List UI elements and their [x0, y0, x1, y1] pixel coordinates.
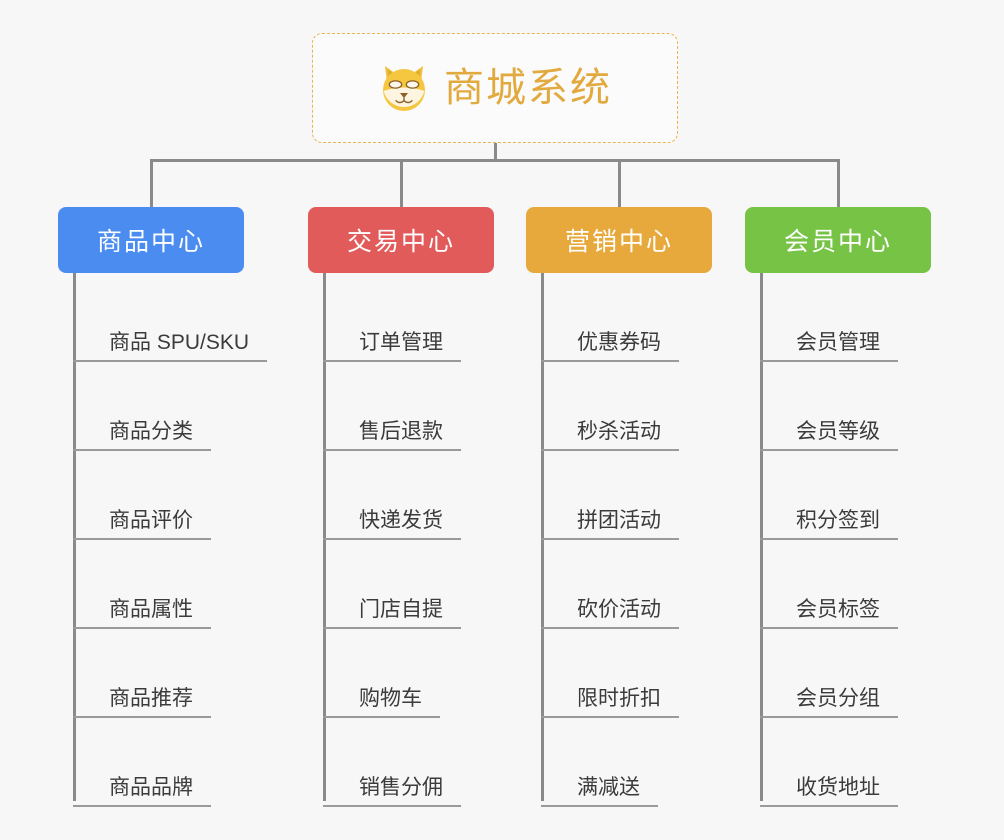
leaf-label: 满减送: [541, 776, 658, 807]
leaf-label: 门店自提: [323, 598, 461, 629]
leaf-label: 商品分类: [73, 420, 211, 451]
leaf-item[interactable]: 限时折扣: [541, 629, 679, 718]
branch-spine: [323, 273, 326, 801]
leaf-label: 快递发货: [323, 509, 461, 540]
leaf-label: 销售分佣: [323, 776, 461, 807]
shiba-dog-emoji-icon: [378, 62, 430, 114]
leaf-label: 会员标签: [760, 598, 898, 629]
leaf-list: 会员管理 会员等级 积分签到 会员标签 会员分组 收货地址: [760, 273, 898, 807]
branch-label: 商品中心: [96, 228, 205, 256]
branch-label: 营销中心: [564, 228, 673, 256]
leaf-list: 订单管理 售后退款 快递发货 门店自提 购物车 销售分佣: [323, 273, 461, 807]
leaf-label: 购物车: [323, 687, 440, 718]
leaf-label: 限时折扣: [541, 687, 679, 718]
connector-root-stem: [494, 143, 497, 161]
leaf-item[interactable]: 会员标签: [760, 540, 898, 629]
leaf-item[interactable]: 商品评价: [73, 451, 267, 540]
branch-label: 交易中心: [346, 228, 455, 256]
connector-drop-2: [400, 159, 403, 207]
branch-spine: [73, 273, 76, 801]
leaf-label: 会员分组: [760, 687, 898, 718]
leaf-list: 商品 SPU/SKU 商品分类 商品评价 商品属性 商品推荐 商品品牌: [73, 273, 268, 807]
branch-spine: [760, 273, 763, 801]
branch-spine: [541, 273, 544, 801]
leaf-item[interactable]: 商品推荐: [73, 629, 267, 718]
leaf-label: 积分签到: [760, 509, 898, 540]
connector-drop-1: [150, 159, 153, 207]
leaf-label: 拼团活动: [541, 509, 679, 540]
leaf-label: 订单管理: [323, 331, 461, 362]
branch-header-marketing-center[interactable]: 营销中心: [526, 207, 712, 273]
leaf-item[interactable]: 秒杀活动: [541, 362, 679, 451]
leaf-list: 优惠券码 秒杀活动 拼团活动 砍价活动 限时折扣 满减送: [541, 273, 679, 807]
leaf-label: 秒杀活动: [541, 420, 679, 451]
leaf-item[interactable]: 售后退款: [323, 362, 461, 451]
leaf-item[interactable]: 商品 SPU/SKU: [73, 273, 268, 362]
leaf-item[interactable]: 订单管理: [323, 273, 461, 362]
leaf-item[interactable]: 商品属性: [73, 540, 267, 629]
root-node[interactable]: 商城系统: [312, 33, 678, 143]
leaf-item[interactable]: 会员等级: [760, 362, 898, 451]
leaf-item[interactable]: 积分签到: [760, 451, 898, 540]
leaf-label: 会员等级: [760, 420, 898, 451]
leaf-item[interactable]: 商品品牌: [73, 718, 267, 807]
leaf-item[interactable]: 购物车: [323, 629, 461, 718]
leaf-item[interactable]: 会员分组: [760, 629, 898, 718]
leaf-label: 商品 SPU/SKU: [73, 331, 268, 362]
leaf-label: 收货地址: [760, 776, 898, 807]
connector-drop-3: [618, 159, 621, 207]
leaf-item[interactable]: 商品分类: [73, 362, 267, 451]
leaf-item[interactable]: 快递发货: [323, 451, 461, 540]
root-title: 商城系统: [444, 66, 612, 110]
leaf-item[interactable]: 拼团活动: [541, 451, 679, 540]
leaf-label: 售后退款: [323, 420, 461, 451]
leaf-item[interactable]: 砍价活动: [541, 540, 679, 629]
branch-header-trade-center[interactable]: 交易中心: [308, 207, 494, 273]
leaf-item[interactable]: 优惠券码: [541, 273, 679, 362]
leaf-label: 商品推荐: [73, 687, 211, 718]
leaf-label: 商品属性: [73, 598, 211, 629]
branch-header-product-center[interactable]: 商品中心: [58, 207, 244, 273]
branch-label: 会员中心: [783, 228, 892, 256]
connector-drop-4: [837, 159, 840, 207]
leaf-label: 商品品牌: [73, 776, 211, 807]
connector-bus: [150, 159, 840, 162]
leaf-item[interactable]: 销售分佣: [323, 718, 461, 807]
leaf-item[interactable]: 满减送: [541, 718, 679, 807]
leaf-label: 商品评价: [73, 509, 211, 540]
branch-header-member-center[interactable]: 会员中心: [745, 207, 931, 273]
leaf-item[interactable]: 门店自提: [323, 540, 461, 629]
leaf-item[interactable]: 收货地址: [760, 718, 898, 807]
leaf-label: 会员管理: [760, 331, 898, 362]
leaf-item[interactable]: 会员管理: [760, 273, 898, 362]
leaf-label: 砍价活动: [541, 598, 679, 629]
leaf-label: 优惠券码: [541, 331, 679, 362]
